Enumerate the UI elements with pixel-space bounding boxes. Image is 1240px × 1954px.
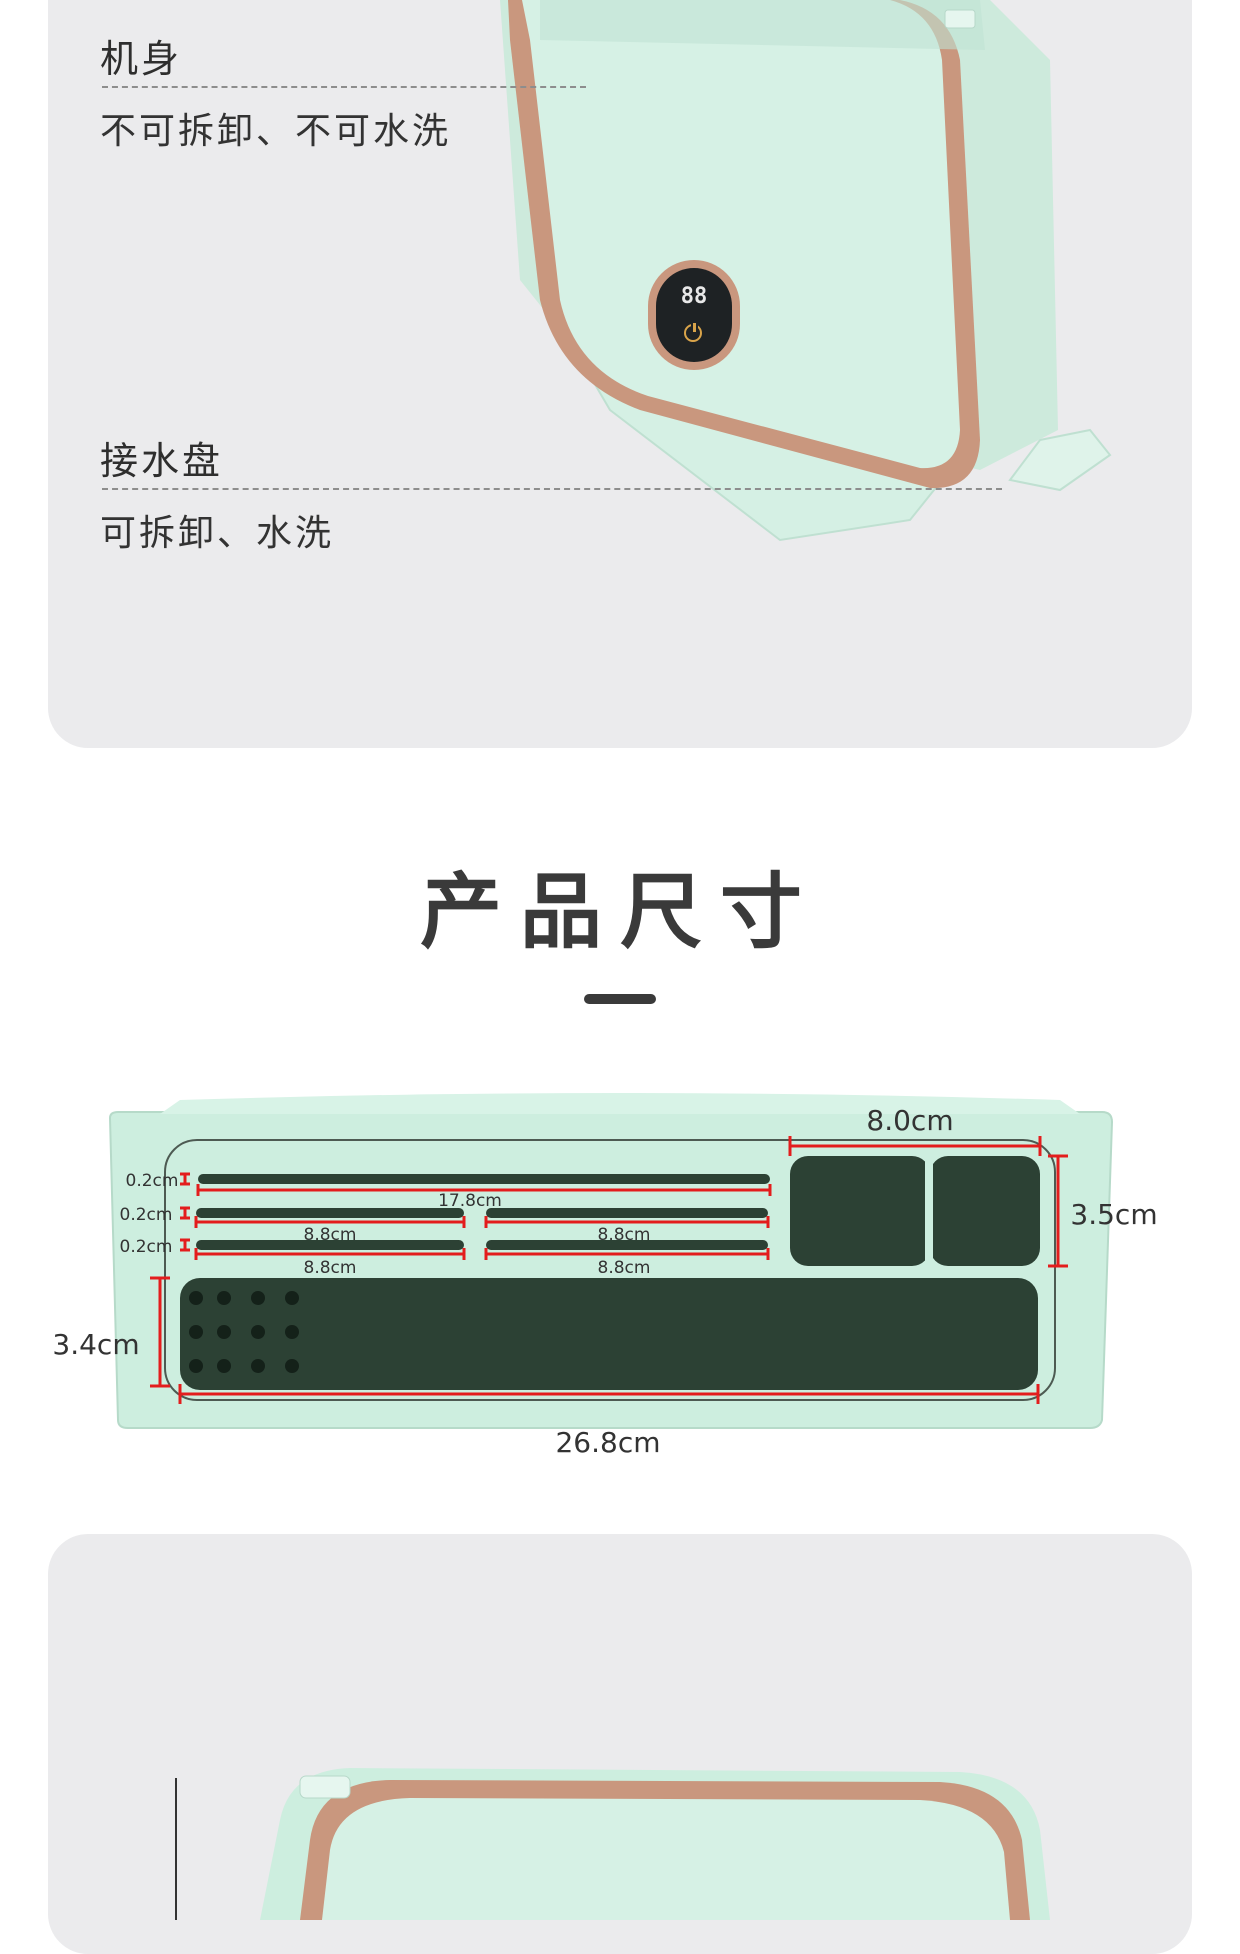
bottom-bin [180,1278,1038,1390]
part-tray-divider [102,488,1002,490]
part-body-name: 机身 [100,37,183,81]
cup-compartment-left [790,1156,930,1266]
control-display [656,268,732,362]
cup-compartment-right [930,1156,1040,1266]
knife-slot [196,1208,464,1218]
part-tray-name: 接水盘 [100,439,224,483]
part-body-desc: 不可拆卸、不可水洗 [100,111,452,152]
leader-line [175,1778,177,1920]
label-height-cup: 3.5cm [1070,1198,1157,1231]
label-slot-row2-right: 8.8cm [598,1225,651,1245]
device-side-illustration [500,0,1112,542]
label-slot-row3-right: 8.8cm [598,1258,651,1278]
section-title: 产品尺寸 [419,865,820,960]
power-icon[interactable] [684,321,702,342]
drain-holes [189,1291,299,1373]
part-tray-desc: 可拆卸、水洗 [100,513,335,554]
knife-slot [486,1208,768,1218]
label-slot-row3-left: 8.8cm [304,1258,357,1278]
knife-slot [196,1240,464,1250]
label-slot-gap-2: 0.2cm [120,1205,173,1225]
label-width-total: 26.8cm [555,1426,660,1459]
device-front-illustration [260,1768,1050,1920]
label-slot-gap-3: 0.2cm [120,1237,173,1257]
knife-slot [486,1240,768,1250]
knife-slot-long [198,1174,770,1184]
title-underline [584,994,656,1004]
label-slot-top: 17.8cm [438,1191,502,1211]
label-slot-row2-left: 8.8cm [304,1225,357,1245]
label-width-cup: 8.0cm [866,1104,953,1137]
digit-display: 88 [680,284,708,309]
part-body-divider [102,86,586,88]
control-panel: 88 [648,260,740,370]
label-height-bottom: 3.4cm [52,1328,139,1361]
dimension-diagram: 26.8cm 3.4cm 8.0cm 3.5cm 17.8cm 8.8cm 8.… [52,1093,1158,1459]
label-slot-gap-1: 0.2cm [126,1171,179,1191]
